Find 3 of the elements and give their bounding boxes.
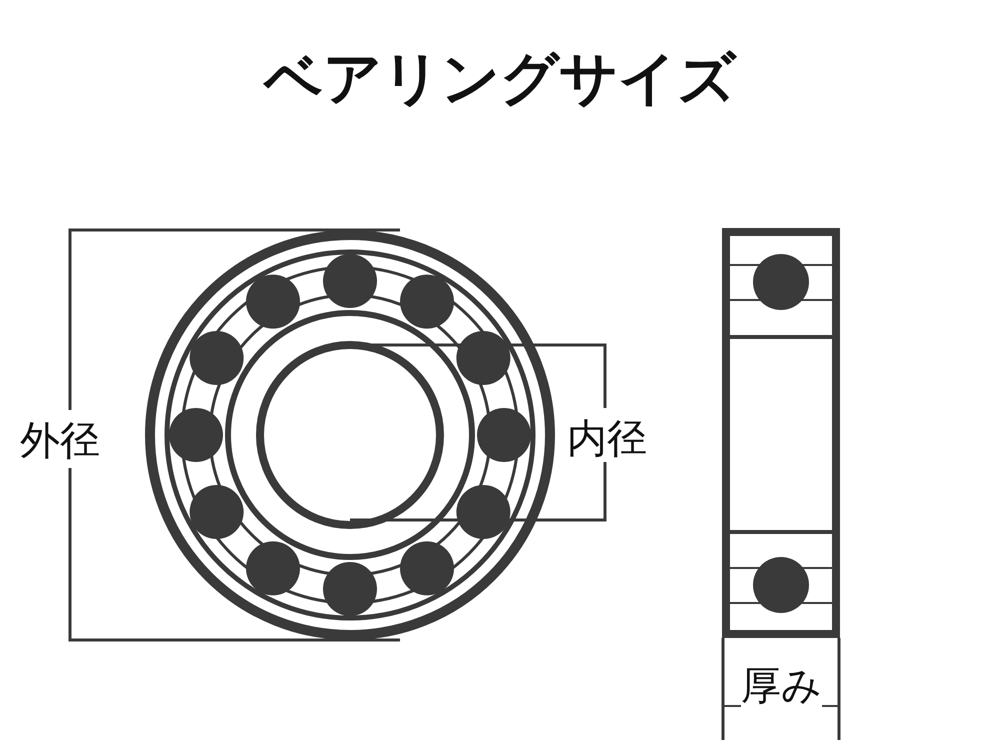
title: ベアリングサイズ [262, 43, 738, 114]
dimension-label: 外径 [20, 417, 100, 466]
dimension-label: 内径 [567, 415, 647, 464]
